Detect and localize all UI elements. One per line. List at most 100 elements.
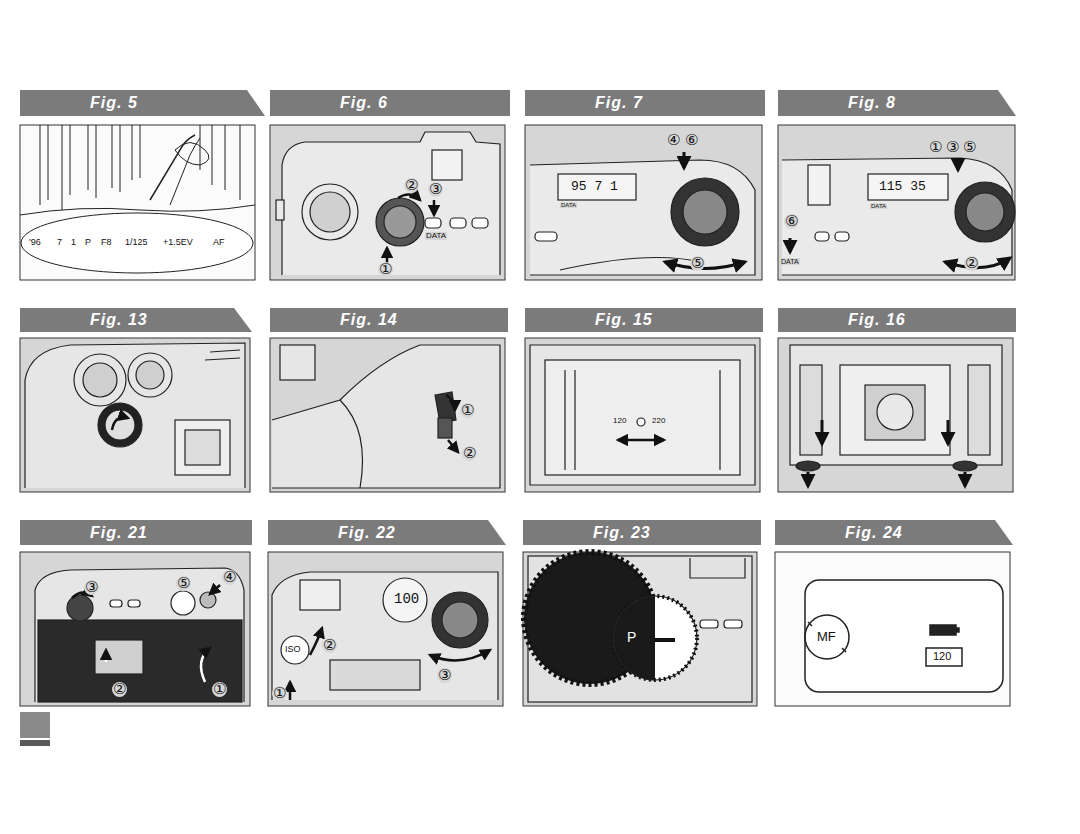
figure-number: Fig. 24 — [775, 524, 903, 542]
figure-band: Fig. 23 — [523, 520, 761, 545]
illustration-shape — [185, 430, 220, 465]
figure-band: Fig. 15 — [525, 308, 763, 332]
illustration-shape — [523, 552, 757, 706]
illustration-shape — [289, 682, 292, 700]
illustration-shape — [210, 585, 220, 594]
illustration-shape — [268, 552, 503, 706]
illustration-shape — [432, 150, 462, 180]
illustration-shape — [25, 343, 245, 488]
illustration-shape — [613, 596, 655, 680]
illustration-shape — [270, 125, 505, 280]
illustration-shape — [450, 218, 466, 228]
callout-number: ③ — [437, 668, 452, 683]
illustration-shape — [150, 135, 195, 200]
illustration-shape — [525, 338, 760, 492]
illustration-shape — [789, 238, 792, 252]
illustration-shape — [525, 125, 762, 280]
callout-number: ④ — [666, 133, 681, 148]
display-text: 7 — [56, 238, 63, 247]
figure-band: Fig. 6 — [270, 90, 510, 116]
illustration-shape — [524, 552, 752, 702]
figure-band: Fig. 24 — [775, 520, 1013, 545]
illustration-shape — [438, 418, 452, 438]
illustration-shape — [790, 345, 1002, 471]
illustration-shape — [683, 190, 727, 234]
illustration-shape — [560, 258, 700, 271]
figure-panel: Fig. 14 — [270, 308, 508, 492]
illustration-shape — [805, 580, 1003, 692]
figure-number: Fig. 6 — [270, 94, 388, 112]
illustration-shape — [671, 178, 739, 246]
illustration-shape — [805, 580, 1003, 692]
illustration-shape — [807, 472, 810, 486]
display-text: 120 — [932, 651, 952, 662]
callout-number: ① — [378, 262, 393, 277]
illustration-shape — [340, 400, 363, 488]
illustration-shape — [530, 345, 755, 485]
illustration-shape — [868, 174, 948, 200]
display-text: ISO — [284, 645, 302, 654]
illustration-shape — [655, 638, 675, 642]
figure-panel: Fig. 23 — [523, 520, 761, 706]
figure-panel: Fig. 21 — [20, 520, 252, 706]
illustration-shape — [530, 160, 755, 275]
illustration-shape — [136, 361, 164, 389]
illustration-shape — [782, 158, 1012, 275]
figure-number: Fig. 15 — [525, 311, 653, 329]
illustration-shape — [808, 622, 846, 652]
illustration-shape — [790, 158, 1010, 268]
illustration-shape — [21, 213, 253, 273]
illustration-shape — [272, 572, 498, 700]
display-text: DATA — [560, 202, 577, 208]
display-text: 220 — [651, 417, 666, 425]
figure-panel: Fig. 15 — [525, 308, 763, 492]
illustration-shape — [778, 338, 1013, 492]
callout-number: ② — [112, 682, 127, 697]
illustration-shape — [72, 585, 220, 682]
callout-number: ① — [212, 682, 227, 697]
display-text: F8 — [100, 238, 113, 247]
illustration-shape — [613, 596, 697, 680]
illustration-shape — [530, 345, 755, 485]
figure-band: Fig. 14 — [270, 308, 508, 332]
illustration-shape — [446, 395, 455, 410]
illustration-shape — [955, 182, 1015, 242]
illustration-shape — [35, 568, 244, 702]
figure-panel: Fig. 22 — [268, 520, 506, 706]
display-text: 1 — [70, 238, 77, 247]
illustration-shape — [613, 596, 697, 680]
figure-band: Fig. 13 — [20, 308, 252, 332]
illustration-shape — [105, 650, 108, 662]
display-text: 95 7 1 — [570, 180, 619, 193]
figure-number: Fig. 8 — [778, 94, 896, 112]
illustration-shape — [20, 125, 255, 273]
illustration-shape — [966, 193, 1004, 231]
illustration-shape — [83, 363, 117, 397]
display-text: 120 — [612, 417, 627, 425]
illustration-shape — [398, 194, 420, 200]
illustration-shape — [430, 650, 490, 660]
illustration-shape — [38, 620, 242, 702]
illustration-shape — [310, 192, 350, 232]
illustration-shape — [310, 628, 322, 655]
figure-number: Fig. 5 — [20, 94, 138, 112]
illustration-shape — [290, 628, 490, 700]
illustration-shape — [201, 648, 210, 682]
callout-number: ③ — [428, 182, 443, 197]
callout-number: ⑥ — [684, 133, 699, 148]
illustration-shape — [95, 640, 143, 674]
illustration-shape — [835, 232, 849, 241]
figure-panel: Fig. 6 — [270, 90, 510, 280]
illustration-shape — [281, 636, 309, 664]
figure-band: Fig. 7 — [525, 90, 765, 116]
illustration-shape — [865, 385, 925, 440]
display-text: P — [626, 630, 637, 644]
figure-number: Fig. 13 — [20, 311, 148, 329]
illustration-shape — [796, 461, 820, 471]
display-text: AF — [212, 238, 226, 247]
callout-number: ③ — [84, 580, 99, 595]
illustration-shape — [683, 152, 686, 168]
illustration-shape — [530, 160, 755, 275]
illustration-shape — [128, 353, 172, 397]
illustration-shape — [270, 338, 505, 492]
